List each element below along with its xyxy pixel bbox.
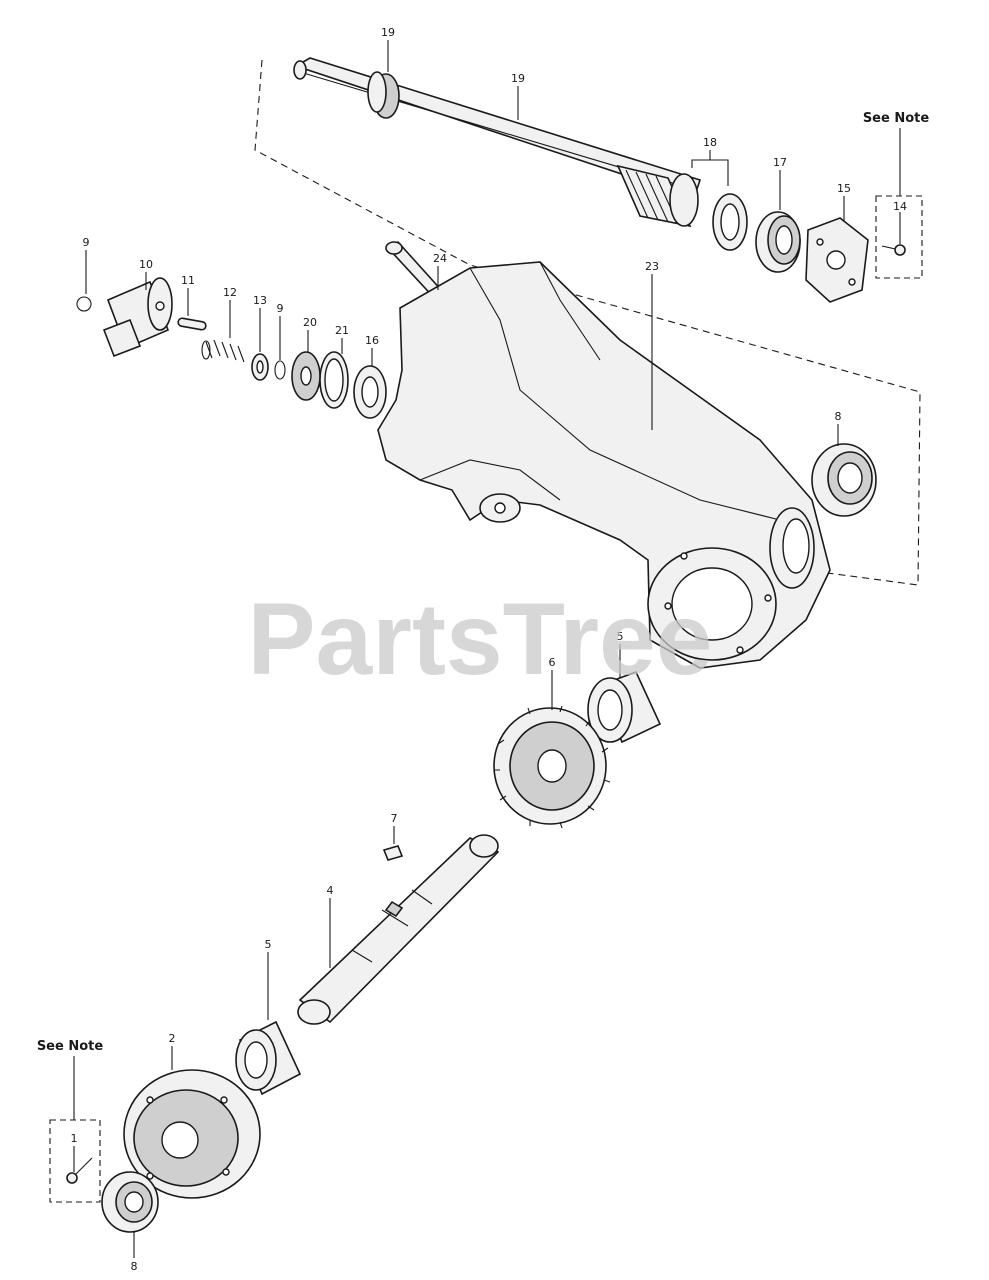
callout-11: 11 <box>181 274 195 287</box>
callout-6: 6 <box>549 656 556 669</box>
part-23-housing[interactable] <box>377 261 831 669</box>
callout-9-mid: 9 <box>277 302 284 315</box>
callout-23: 23 <box>645 260 659 273</box>
callout-21: 21 <box>335 324 349 337</box>
callout-24: 24 <box>433 252 447 265</box>
callout-20: 20 <box>303 316 317 329</box>
assembly-boundary <box>254 59 921 586</box>
note-box-bottom <box>49 1119 101 1203</box>
see-note-bottom[interactable]: See Note <box>37 1039 104 1054</box>
part-9-clip-mid[interactable] <box>274 360 286 380</box>
leader-lines <box>73 40 901 1258</box>
part-1-bolt[interactable] <box>66 1157 93 1184</box>
callout-8-lower: 8 <box>131 1260 138 1273</box>
callout-4: 4 <box>327 884 334 897</box>
part-16-bearing[interactable] <box>353 365 387 419</box>
part-20-gear[interactable] <box>291 351 321 401</box>
callout-18: 18 <box>703 136 717 149</box>
part-4-shaft[interactable] <box>297 834 500 1025</box>
callout-12: 12 <box>223 286 237 299</box>
callout-19-shaft: 19 <box>511 72 525 85</box>
callout-1: 1 <box>71 1132 78 1145</box>
callout-9-upper: 9 <box>83 236 90 249</box>
see-note-top[interactable]: See Note <box>863 111 930 126</box>
callout-5-upper: 5 <box>617 630 624 643</box>
part-15-cap[interactable] <box>805 217 869 303</box>
watermark: PartsTree <box>248 582 713 696</box>
part-21-ring[interactable] <box>319 351 349 409</box>
callout-10: 10 <box>139 258 153 271</box>
callout-13: 13 <box>253 294 267 307</box>
callout-19-top: 19 <box>381 26 395 39</box>
part-13-washer[interactable] <box>251 353 269 381</box>
part-6-gear[interactable] <box>493 705 611 829</box>
callout-15: 15 <box>837 182 851 195</box>
part-17-bearing[interactable] <box>755 211 801 273</box>
callout-17: 17 <box>773 156 787 169</box>
part-11-pin[interactable] <box>177 317 207 331</box>
callout-8-upper: 8 <box>835 410 842 423</box>
note-box-top <box>875 195 923 279</box>
part-9-clip-upper[interactable] <box>76 296 92 312</box>
part-19-shaft[interactable] <box>293 57 702 200</box>
part-14-bolt[interactable] <box>881 244 906 256</box>
part-18-ring[interactable] <box>712 193 748 251</box>
part-12-spring[interactable] <box>201 339 245 363</box>
callout-16: 16 <box>365 334 379 347</box>
callout-2: 2 <box>169 1032 176 1045</box>
part-2-hub[interactable] <box>123 1069 261 1199</box>
part-7-key[interactable] <box>382 845 404 861</box>
part-19-worm[interactable] <box>616 164 699 228</box>
part-5-bearing-lower[interactable] <box>235 1020 302 1096</box>
part-5-bearing-upper[interactable] <box>587 670 662 744</box>
part-10-clutch[interactable] <box>102 277 173 358</box>
callout-14: 14 <box>893 200 907 213</box>
part-8-seal-lower[interactable] <box>101 1171 159 1233</box>
callout-7: 7 <box>391 812 398 825</box>
callout-5-lower: 5 <box>265 938 272 951</box>
part-8-seal-upper[interactable] <box>811 443 877 517</box>
